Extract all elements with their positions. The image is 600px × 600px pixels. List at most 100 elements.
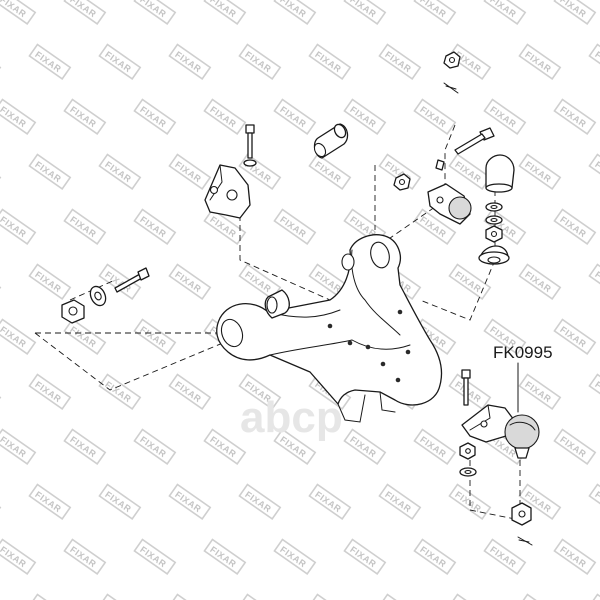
assembly-lines [34, 124, 521, 521]
fixar-watermark: FIXAR [553, 0, 597, 26]
fixar-watermark: FIXAR [28, 43, 72, 81]
fixar-watermark: FIXAR [133, 318, 177, 356]
fixar-watermark: FIXAR [238, 483, 282, 521]
fixar-watermark: FIXAR [343, 0, 387, 26]
ball-joint-bolt [461, 369, 471, 406]
upper-nut-pin [443, 51, 461, 94]
washer-stack-right [485, 202, 503, 243]
fixar-watermark: FIXAR [0, 208, 37, 246]
svg-text:FIXAR: FIXAR [558, 0, 588, 19]
fixar-watermark: FIXAR [168, 153, 212, 191]
fixar-watermark: FIXAR [28, 483, 72, 521]
fixar-watermark: FIXAR [448, 373, 492, 411]
fixar-watermark: FIXAR [413, 0, 457, 26]
fixar-watermark: FIXAR [448, 593, 492, 600]
fixar-watermark: FIXAR [308, 483, 352, 521]
fixar-watermark: FIXAR [588, 153, 600, 191]
fixar-watermark: FIXAR [273, 538, 317, 576]
fixar-watermark: FIXAR [203, 538, 247, 576]
fixar-watermark: FIXAR [63, 208, 107, 246]
brand-watermark: abcp [240, 393, 343, 442]
fixar-watermark: FIXAR [588, 483, 600, 521]
fixar-watermark: FIXAR [308, 153, 352, 191]
fixar-watermark: FIXAR [588, 373, 600, 411]
fixar-watermark: FIXAR [28, 593, 72, 600]
fixar-watermark: FIXAR [133, 428, 177, 466]
fixar-watermark: FIXAR [553, 538, 597, 576]
fixar-watermark: FIXAR [63, 428, 107, 466]
fixar-watermark: FIXAR [28, 153, 72, 191]
svg-text:FIXAR: FIXAR [0, 0, 28, 19]
fixar-watermark: FIXAR [518, 43, 562, 81]
rear-bushing-bracket [204, 164, 251, 219]
fixar-watermark: FIXAR [203, 98, 247, 136]
fixar-watermark: FIXAR [378, 43, 422, 81]
svg-text:FIXAR: FIXAR [488, 0, 518, 19]
fixar-watermark: FIXAR [168, 263, 212, 301]
bushing-front [264, 289, 290, 319]
fixar-watermark: FIXAR [483, 538, 527, 576]
fixar-watermark: FIXAR [483, 0, 527, 26]
fixar-watermark: FIXAR [518, 593, 562, 600]
fixar-watermark: FIXAR [98, 593, 142, 600]
fixar-watermark: FIXAR [518, 373, 562, 411]
fixar-watermark: FIXAR [28, 373, 72, 411]
long-bolt-right [454, 127, 495, 155]
fixar-watermark: FIXAR [98, 153, 142, 191]
lower-control-arm [216, 234, 443, 423]
fixar-watermark: FIXAR [0, 428, 37, 466]
fixar-watermark: FIXAR [63, 0, 107, 26]
fixar-watermark: FIXAR [203, 0, 247, 26]
fixar-watermark: FIXAR [308, 593, 352, 600]
fixar-watermark: FIXAR [133, 208, 177, 246]
front-bolt-set [61, 267, 150, 324]
fixar-watermark: FIXAR [343, 98, 387, 136]
fixar-watermark: FIXAR [238, 43, 282, 81]
fixar-watermark: FIXAR [133, 0, 177, 26]
fixar-watermark: FIXAR [553, 428, 597, 466]
fixar-watermark: FIXAR [413, 538, 457, 576]
lower-ball-joint [461, 404, 540, 459]
fixar-watermark: FIXAR [168, 483, 212, 521]
fixar-watermark: FIXAR [0, 318, 37, 356]
fixar-watermark: FIXAR [238, 593, 282, 600]
fixar-watermark: FIXAR [588, 263, 600, 301]
fixar-watermark: FIXAR [133, 98, 177, 136]
ball-joint-nut-washers [459, 442, 477, 477]
fixar-watermark: FIXAR [0, 0, 37, 26]
fixar-watermark: FIXAR [343, 538, 387, 576]
fixar-watermark: FIXAR [448, 263, 492, 301]
fixar-watermark: FIXAR [273, 208, 317, 246]
fixar-watermark: FIXAR [0, 538, 37, 576]
fixar-watermark: FIXAR [553, 318, 597, 356]
fixar-watermark: FIXAR [63, 98, 107, 136]
fixar-watermark: FIXAR [168, 593, 212, 600]
bracket-bolt [243, 124, 257, 167]
fixar-watermark: FIXAR [0, 98, 37, 136]
svg-text:FIXAR: FIXAR [68, 0, 98, 19]
fixar-watermark: FIXAR [518, 153, 562, 191]
fixar-watermark: FIXAR [98, 43, 142, 81]
svg-text:FIXAR: FIXAR [348, 0, 378, 19]
svg-text:FIXAR: FIXAR [138, 0, 168, 19]
sleeve-bushing [313, 123, 349, 159]
small-nut-left [393, 173, 411, 191]
fixar-watermark: FIXAR [588, 43, 600, 81]
fixar-watermark: FIXAR [378, 483, 422, 521]
fixar-watermark: FIXAR [273, 0, 317, 26]
fixar-watermark: FIXAR [413, 98, 457, 136]
fixar-watermark: FIXAR [28, 263, 72, 301]
fixar-watermark: FIXAR [448, 153, 492, 191]
svg-text:FIXAR: FIXAR [208, 0, 238, 19]
svg-text:FIXAR: FIXAR [418, 0, 448, 19]
fixar-watermark: FIXAR [553, 98, 597, 136]
fixar-watermark: FIXAR [518, 263, 562, 301]
upper-ball-joint [427, 159, 472, 225]
fixar-watermark: FIXAR [553, 208, 597, 246]
fixar-watermark: FIXAR [133, 538, 177, 576]
fixar-watermark: FIXAR [588, 593, 600, 600]
fixar-watermark: FIXAR [378, 593, 422, 600]
fixar-watermark: FIXAR [63, 538, 107, 576]
